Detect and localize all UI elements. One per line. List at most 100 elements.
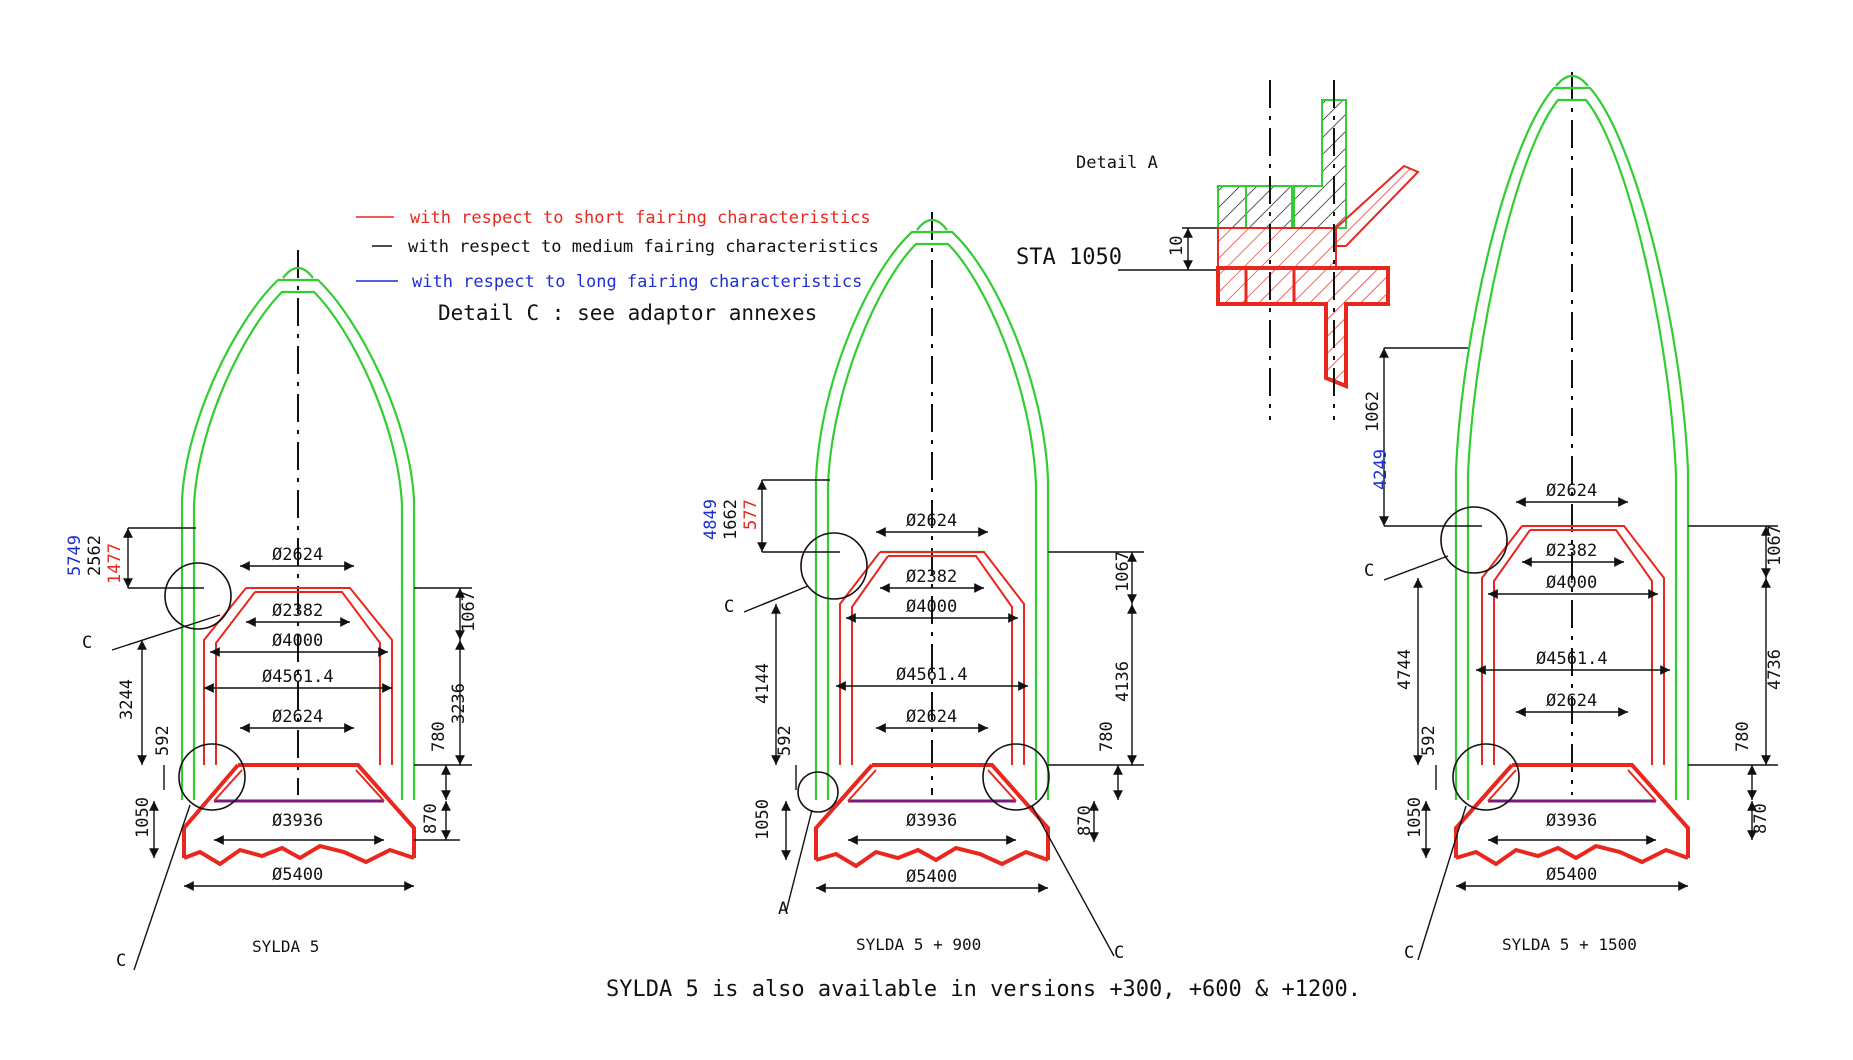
leader-c-upper [1383, 555, 1449, 581]
leader-c-upper [743, 585, 809, 613]
callout-circle-c-lower [1452, 743, 1520, 811]
detail-a: Detail A STA 1050 10 [1016, 80, 1420, 420]
dia-4561: Ø4561.4 [262, 667, 334, 687]
dia-5400: Ø5400 [906, 867, 957, 887]
dim-1050: 1050 [133, 797, 153, 838]
lower-flange [1216, 266, 1390, 389]
fairing-outer [1454, 86, 1690, 800]
callout-circle-c-upper [164, 562, 232, 630]
dims [1379, 347, 1778, 961]
fairing-tip [1555, 74, 1589, 87]
sylda-upper-cone-inner [215, 591, 381, 765]
fairing-tip [916, 218, 948, 231]
dia-4000: Ø4000 [272, 631, 323, 651]
lower-inner [1487, 769, 1657, 802]
callout-circle-c-upper [1440, 506, 1508, 574]
dim-4136: 4136 [1113, 661, 1133, 702]
dim-1067: 1067 [1765, 525, 1785, 566]
dia-2382: Ø2382 [906, 567, 957, 587]
lower-inner [213, 769, 385, 802]
dia-2382: Ø2382 [1546, 541, 1597, 561]
callout-c-upper: C [1364, 561, 1374, 581]
leader-a [785, 809, 813, 913]
lower-inner [847, 769, 1017, 802]
dim-4144: 4144 [753, 663, 773, 704]
fairing-outer [814, 230, 1050, 800]
dia-3936: Ø3936 [272, 811, 323, 831]
leader-c-lower [133, 804, 191, 971]
leader-c-lower [1417, 805, 1467, 961]
callout-circle-a [797, 771, 839, 813]
separation-edge [815, 845, 1049, 869]
callout-circle-c-upper [800, 532, 868, 600]
separation-edge [183, 843, 415, 867]
fairing-tip [282, 266, 314, 279]
dim-4744: 4744 [1395, 649, 1415, 690]
dim-1067: 1067 [459, 591, 479, 632]
dim-592: 592 [1419, 725, 1439, 756]
angled-flange [1335, 164, 1420, 247]
dim-592: 592 [775, 725, 795, 756]
dim-1067: 1067 [1113, 551, 1133, 592]
dia-4000: Ø4000 [1546, 573, 1597, 593]
dim-short: 1477 [105, 543, 125, 584]
dim-4736: 4736 [1765, 649, 1785, 690]
dia-3936: Ø3936 [1546, 811, 1597, 831]
dims [111, 527, 472, 971]
dim-1050: 1050 [1405, 797, 1425, 838]
detail-a-title: Detail A [1076, 153, 1158, 173]
callout-c-upper: C [724, 597, 734, 617]
dim-long: 4249 [1371, 449, 1391, 490]
fairing-inner [192, 290, 404, 800]
dia-2624-mid: Ø2624 [272, 707, 323, 727]
legend-medium-label: with respect to medium fairing character… [408, 237, 879, 257]
fairing-inner [826, 242, 1038, 800]
dim-medium: 1062 [1363, 391, 1383, 432]
sylda-lower-cone [182, 763, 416, 858]
leader-c-lower [1031, 805, 1115, 957]
callout-c-lower: C [116, 951, 126, 971]
dia-4561: Ø4561.4 [896, 665, 968, 685]
dim-long: 5749 [65, 535, 85, 576]
dim-870: 870 [1751, 803, 1771, 834]
callout-c-lower: C [1114, 943, 1124, 963]
callout-circle-c-lower [178, 743, 246, 811]
legend-short-label: with respect to short fairing characteri… [410, 208, 871, 228]
legend: with respect to short fairing characteri… [356, 208, 879, 325]
dim-short: 577 [741, 499, 761, 530]
sylda-lower-cone [1454, 763, 1690, 858]
mid-block [1217, 227, 1337, 269]
view-title: SYLDA 5 [252, 937, 319, 956]
detail-c-note: Detail C : see adaptor annexes [438, 301, 817, 325]
dim-870: 870 [1075, 805, 1095, 836]
view-sylda5-1500: Ø2624 Ø2382 Ø4000 Ø4561.4 Ø2624 Ø3936 Ø5… [1363, 72, 1785, 963]
dim-780: 780 [429, 721, 449, 752]
dia-2624-top: Ø2624 [1546, 481, 1597, 501]
dim-3236: 3236 [449, 683, 469, 724]
callout-circle-c-lower [982, 743, 1050, 811]
dim-medium: 2562 [85, 535, 105, 576]
dim-3244: 3244 [117, 679, 137, 720]
dia-2382: Ø2382 [272, 601, 323, 621]
view-title: SYLDA 5 + 1500 [1502, 935, 1637, 954]
view-title: SYLDA 5 + 900 [856, 935, 981, 954]
footnote: SYLDA 5 is also available in versions +3… [606, 977, 1361, 1002]
dim-870: 870 [421, 803, 441, 834]
detail-a-station: STA 1050 [1016, 245, 1122, 270]
dim-1050: 1050 [753, 799, 773, 840]
dia-3936: Ø3936 [906, 811, 957, 831]
fairing-outer [180, 278, 416, 800]
view-sylda5-900: Ø2624 Ø2382 Ø4000 Ø4561.4 Ø2624 Ø3936 Ø5… [701, 212, 1144, 963]
dia-5400: Ø5400 [272, 865, 323, 885]
dim-long: 4849 [701, 499, 721, 540]
fairing-inner [1466, 98, 1678, 800]
dia-2624-mid: Ø2624 [1546, 691, 1597, 711]
dims [743, 479, 1144, 957]
upper-block-left [1217, 185, 1293, 229]
dia-4000: Ø4000 [906, 597, 957, 617]
dim-10: 10 [1167, 236, 1187, 256]
leader-c-upper [111, 614, 221, 651]
upper-block-right [1293, 99, 1347, 229]
dim-592: 592 [153, 725, 173, 756]
dia-5400: Ø5400 [1546, 865, 1597, 885]
